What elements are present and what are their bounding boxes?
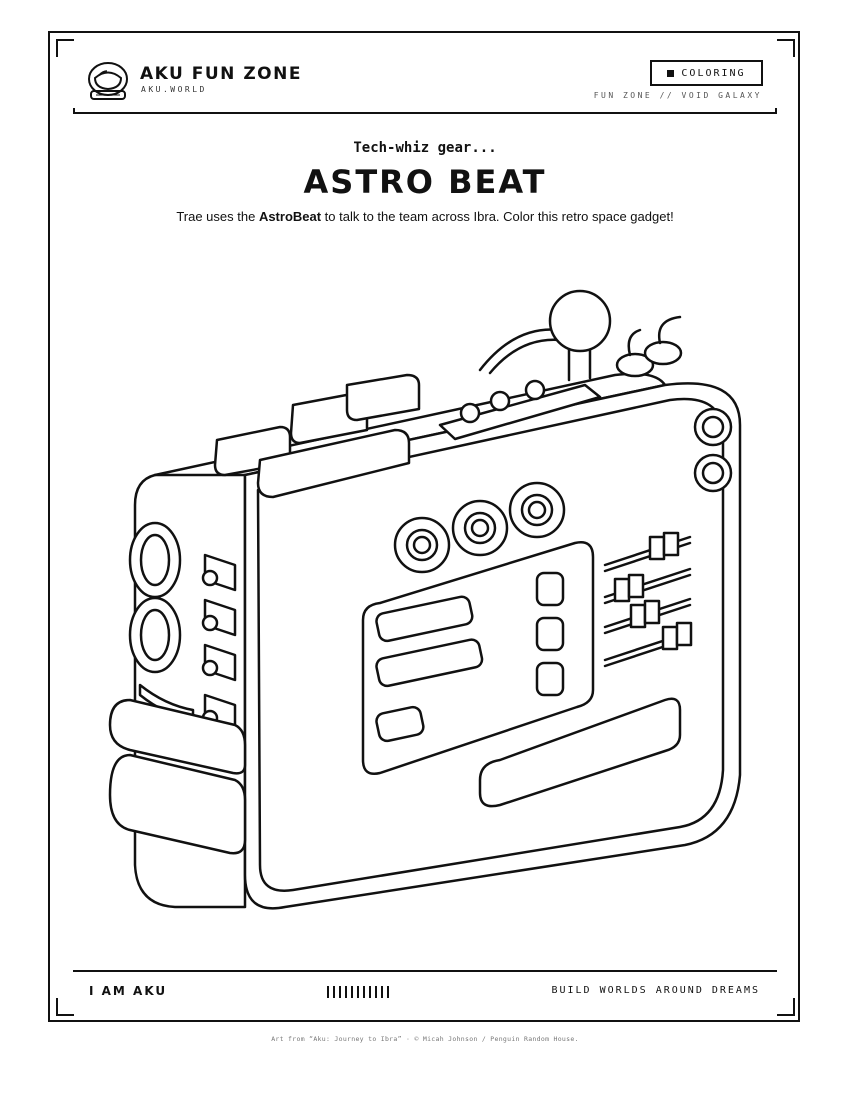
description-tail: to talk to the team across Ibra. Color t… <box>321 209 674 224</box>
header-rule <box>73 108 777 114</box>
footer-left-label: I AM AKU <box>89 984 168 998</box>
page-title: ASTRO BEAT <box>303 163 547 201</box>
square-bullet-icon <box>667 69 675 77</box>
corner-mark-bottom-right <box>777 998 795 1016</box>
barcode-bar <box>387 986 389 998</box>
coloring-badge: COLORING <box>650 60 763 86</box>
astronaut-helmet-icon <box>88 62 128 100</box>
barcode-bar <box>333 986 335 998</box>
barcode-bar <box>375 986 377 998</box>
brand-url: AKU.WORLD <box>141 85 207 94</box>
barcode-bar <box>363 986 365 998</box>
description-product-name: AstroBeat <box>258 209 322 224</box>
description-lead: Trae uses the <box>176 209 259 224</box>
barcode-bar <box>381 986 383 998</box>
footer-right-label: BUILD WORLDS AROUND DREAMS <box>551 985 760 996</box>
barcode-bar <box>357 986 359 998</box>
badge-label: COLORING <box>681 67 746 79</box>
corner-mark-top-right <box>777 39 795 57</box>
kicker-text: Tech-whiz gear... <box>353 140 497 156</box>
page-frame <box>48 31 800 1022</box>
barcode-bar <box>327 986 329 998</box>
corner-mark-bottom-left <box>56 998 74 1016</box>
corner-mark-top-left <box>56 39 74 57</box>
astrobeat-gadget-illustration <box>108 289 742 910</box>
footer-rule <box>73 970 777 972</box>
credit-line: Art from “Aku: Journey to Ibra” · © Mica… <box>271 1035 579 1043</box>
description: Trae uses the AstroBeat to talk to the t… <box>0 209 850 224</box>
zone-label: FUN ZONE // VOID GALAXY <box>593 91 762 100</box>
barcode-icon <box>327 986 389 998</box>
barcode-bar <box>345 986 347 998</box>
barcode-bar <box>351 986 353 998</box>
barcode-bar <box>339 986 341 998</box>
brand-name: AKU FUN ZONE <box>140 64 302 84</box>
barcode-bar <box>369 986 371 998</box>
